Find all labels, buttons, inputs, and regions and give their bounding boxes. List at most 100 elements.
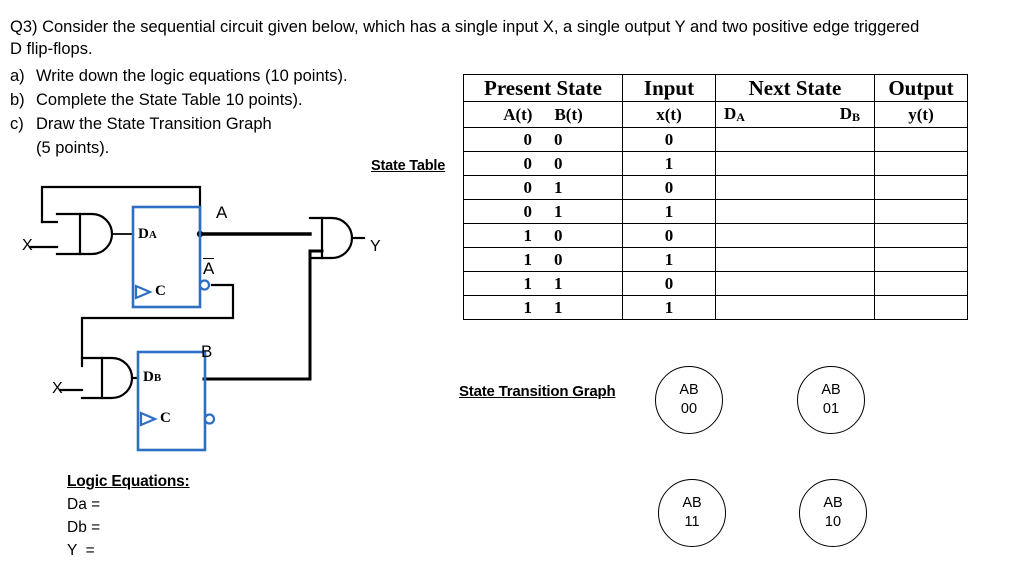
logic-equation-db: Db = bbox=[67, 519, 101, 536]
flipflop-top-d-label: DA bbox=[138, 226, 157, 242]
cell-a: 0 bbox=[523, 130, 533, 149]
cell-b: 1 bbox=[554, 274, 563, 293]
and-gate-top-body bbox=[55, 212, 82, 256]
and-gate-top-arc bbox=[78, 212, 114, 256]
state-table-label: State Table bbox=[371, 158, 446, 174]
state-node-00[interactable]: AB 00 bbox=[655, 366, 723, 434]
question-item-c-letter: c) bbox=[10, 115, 24, 133]
flipflop-bottom-clock-triangle bbox=[139, 411, 158, 427]
question-item-b: b) Complete the State Table 10 points). bbox=[10, 88, 450, 112]
subheader-x-t: x(t) bbox=[622, 101, 716, 128]
cell-next-state[interactable] bbox=[715, 247, 875, 272]
subheader-b-t: B(t) bbox=[554, 105, 583, 124]
state-node-01[interactable]: AB 01 bbox=[797, 366, 865, 434]
question-item-c-continuation: (5 points). bbox=[36, 139, 110, 157]
cell-a: 1 bbox=[523, 298, 533, 317]
cell-next-state[interactable] bbox=[715, 151, 875, 176]
subheader-da: DA bbox=[724, 104, 745, 124]
cell-input-x: 0 bbox=[622, 127, 716, 152]
logic-equation-y: Y = bbox=[67, 542, 95, 559]
cell-input-x: 1 bbox=[622, 247, 716, 272]
cell-input-x: 0 bbox=[622, 223, 716, 248]
subheader-db: DB bbox=[839, 104, 860, 124]
state-table: Present State Input Next State Output A(… bbox=[463, 74, 968, 320]
question-prompt: Q3) Consider the sequential circuit give… bbox=[10, 18, 920, 58]
flipflop-top bbox=[131, 205, 211, 309]
flipflop-top-clock-triangle bbox=[134, 284, 153, 300]
cell-next-state[interactable] bbox=[715, 175, 875, 200]
wire-a-feedback-to-topgate bbox=[40, 185, 202, 236]
question-item-c: c) Draw the State Transition Graph bbox=[10, 112, 450, 136]
and-gate-bottom-arc bbox=[100, 356, 134, 400]
cell-b: 0 bbox=[554, 130, 563, 149]
flipflop-bottom-qbar-bubble bbox=[203, 413, 216, 425]
flipflop-bottom-d-label: DB bbox=[143, 369, 162, 385]
flipflop-top-clock-label: C bbox=[155, 283, 166, 299]
state-table-group-header-row: Present State Input Next State Output bbox=[463, 74, 968, 102]
cell-b: 1 bbox=[554, 298, 563, 317]
cell-output-y[interactable] bbox=[874, 127, 968, 152]
cell-a: 0 bbox=[523, 202, 533, 221]
table-row: 1 0 1 bbox=[463, 247, 968, 272]
cell-a: 1 bbox=[523, 226, 533, 245]
wire-b-to-output-gate bbox=[202, 249, 324, 381]
state-table-sub-header-row: A(t) B(t) x(t) DA DB y(t) bbox=[463, 101, 968, 128]
cell-next-state[interactable] bbox=[715, 223, 875, 248]
cell-next-state[interactable] bbox=[715, 199, 875, 224]
state-node-11[interactable]: AB 11 bbox=[658, 479, 726, 547]
circuit-label-y-output: Y bbox=[370, 238, 381, 255]
question-item-a-letter: a) bbox=[10, 67, 25, 85]
subheader-y-t: y(t) bbox=[874, 101, 968, 128]
and-gate-bottom-body bbox=[80, 356, 104, 400]
logic-equations-title: Logic Equations: bbox=[67, 473, 190, 490]
cell-b: 1 bbox=[554, 178, 563, 197]
question-item-list: a) Write down the logic equations (10 po… bbox=[10, 64, 450, 160]
flipflop-top-qbar-bubble bbox=[198, 279, 211, 291]
cell-next-state[interactable] bbox=[715, 295, 875, 320]
header-next-state: Next State bbox=[715, 74, 875, 102]
cell-next-state[interactable] bbox=[715, 127, 875, 152]
state-node-01-title: AB bbox=[821, 382, 841, 398]
flipflop-top-box bbox=[131, 205, 202, 309]
cell-a: 0 bbox=[523, 178, 533, 197]
question-item-b-letter: b) bbox=[10, 91, 25, 109]
cell-b: 0 bbox=[554, 226, 563, 245]
wire-abar-to-bottomgate bbox=[80, 283, 235, 368]
cell-b: 0 bbox=[554, 154, 563, 173]
cell-input-x: 1 bbox=[622, 199, 716, 224]
cell-output-y[interactable] bbox=[874, 223, 968, 248]
cell-input-x: 0 bbox=[622, 175, 716, 200]
cell-output-y[interactable] bbox=[874, 199, 968, 224]
cell-b: 0 bbox=[554, 250, 563, 269]
cell-output-y[interactable] bbox=[874, 295, 968, 320]
subheader-present-state: A(t) B(t) bbox=[463, 101, 623, 128]
cell-output-y[interactable] bbox=[874, 151, 968, 176]
cell-output-y[interactable] bbox=[874, 175, 968, 200]
flipflop-bottom-clock-label: C bbox=[160, 410, 171, 426]
header-output: Output bbox=[874, 74, 968, 102]
state-node-01-value: 01 bbox=[822, 401, 840, 417]
cell-output-y[interactable] bbox=[874, 247, 968, 272]
and-gate-out-body bbox=[308, 216, 324, 260]
flipflop-bottom-box bbox=[136, 350, 207, 452]
logic-equations-block: Logic Equations: Da = Db = Y = bbox=[67, 470, 190, 562]
state-node-10[interactable]: AB 10 bbox=[799, 479, 867, 547]
cell-a: 1 bbox=[523, 250, 533, 269]
state-node-11-title: AB bbox=[682, 495, 702, 511]
circuit-label-a: A bbox=[216, 203, 228, 222]
cell-output-y[interactable] bbox=[874, 271, 968, 296]
cell-next-state[interactable] bbox=[715, 271, 875, 296]
state-node-00-title: AB bbox=[679, 382, 699, 398]
question-item-b-text: Complete the State Table 10 points). bbox=[36, 91, 303, 109]
